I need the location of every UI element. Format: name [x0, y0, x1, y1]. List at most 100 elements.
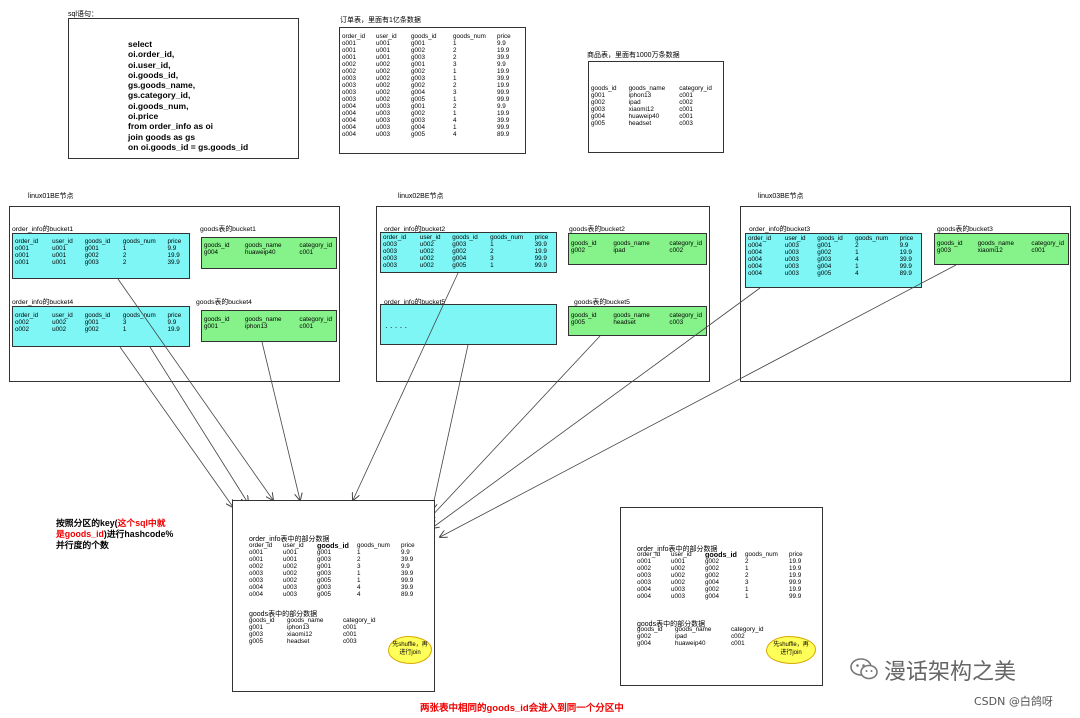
table-cell: 2: [855, 242, 859, 249]
table-cell: 2: [745, 558, 749, 565]
table-header-cell: user_id: [52, 312, 73, 319]
sql-line: select: [128, 39, 153, 49]
table-cell: 9.9: [167, 245, 177, 252]
table-cell: ipad: [613, 247, 626, 254]
table-cell: g002: [817, 249, 832, 256]
table-header-cell: goods_id: [84, 312, 111, 319]
table-cell: u002: [376, 61, 391, 68]
table-header-cell: goods_num: [122, 312, 156, 319]
table-cell: g002: [571, 247, 586, 254]
bucket-title: order_info的bucket5: [384, 299, 446, 306]
note-text: )进行hashcode%: [103, 529, 174, 539]
table-cell: g002: [705, 572, 720, 579]
table-header-cell: price: [789, 551, 803, 558]
table-cell: g003: [411, 54, 426, 61]
hash-note: 按照分区的key(这个sql中就 是goods_id)进行hashcode% 并…: [56, 518, 173, 551]
table-cell: o004: [342, 131, 357, 138]
table-cell: c001: [343, 624, 357, 631]
table-cell: iphon13: [245, 323, 268, 330]
table-cell: g004: [411, 89, 426, 96]
table-cell: 19.9: [497, 68, 510, 75]
table-cell: u001: [283, 549, 298, 556]
table-cell: 89.9: [899, 270, 912, 277]
table-header-cell: category_id: [669, 240, 702, 247]
table-header-cell: price: [534, 234, 549, 241]
table-cell: 9.9: [167, 319, 177, 326]
sql-box: [68, 18, 299, 159]
table-cell: u002: [671, 565, 686, 572]
table-cell: 2: [122, 259, 127, 266]
bucket-title: order_info的bucket4: [12, 299, 74, 306]
table-cell: 19.9: [167, 252, 180, 259]
table-cell: huaweip40: [245, 249, 276, 256]
table-header-cell: price: [497, 33, 511, 40]
table-cell: 39.9: [534, 241, 547, 248]
table-cell: g005: [249, 638, 264, 645]
table-cell: 4: [453, 117, 457, 124]
table-cell: headset: [628, 120, 652, 127]
table-cell: headset: [287, 638, 310, 645]
table-header-cell: goods_name: [287, 617, 324, 624]
table-cell: 9.9: [401, 549, 410, 556]
table-cell: 39.9: [497, 117, 510, 124]
partition-goods-title: goods表中的部分数据: [637, 621, 706, 628]
table-cell: g003: [591, 106, 606, 113]
table-header-cell: goods_id: [571, 312, 597, 319]
table-cell: 1: [453, 40, 457, 47]
table-cell: 99.9: [497, 89, 510, 96]
table-cell: 1: [453, 75, 457, 82]
table-cell: g003: [411, 75, 426, 82]
table-cell: c001: [1031, 247, 1046, 254]
table-cell: u003: [376, 124, 391, 131]
table-header-cell: category_id: [669, 312, 702, 319]
table-cell: g004: [705, 593, 720, 600]
table-cell: o001: [249, 556, 264, 563]
table-cell: 99.9: [497, 96, 510, 103]
table-cell: 1: [855, 263, 859, 270]
table-cell: c002: [679, 99, 693, 106]
table-header-cell: goods_id: [571, 240, 597, 247]
note-text: 按照分区的key(: [56, 518, 118, 528]
table-cell: c001: [731, 640, 745, 647]
table-cell: o004: [342, 110, 357, 117]
bucket-title: goods表的bucket1: [200, 226, 256, 233]
table-cell: o004: [748, 263, 763, 270]
order-table-title: 订单表，里面有1亿条数据: [340, 17, 421, 24]
bucket-title: order_info的bucket1: [12, 226, 74, 233]
table-cell: o004: [637, 586, 652, 593]
table-cell: 39.9: [401, 570, 414, 577]
table-header-cell: order_id: [249, 542, 273, 549]
sql-line: on oi.goods_id = gs.goods_id: [128, 141, 249, 152]
table-cell: 19.9: [534, 248, 547, 255]
table-header-cell: category_id: [299, 316, 332, 323]
sql-line: oi.price: [128, 111, 159, 122]
table-cell: u001: [52, 252, 67, 259]
table-header-cell: price: [401, 542, 415, 549]
table-cell: u001: [671, 558, 686, 565]
partition-order-title: order_info表中的部分数据: [249, 536, 330, 543]
table-header-cell: goods_id: [637, 626, 663, 633]
table-cell: o003: [342, 96, 357, 103]
table-cell: o003: [342, 89, 357, 96]
table-cell: 39.9: [167, 259, 180, 266]
